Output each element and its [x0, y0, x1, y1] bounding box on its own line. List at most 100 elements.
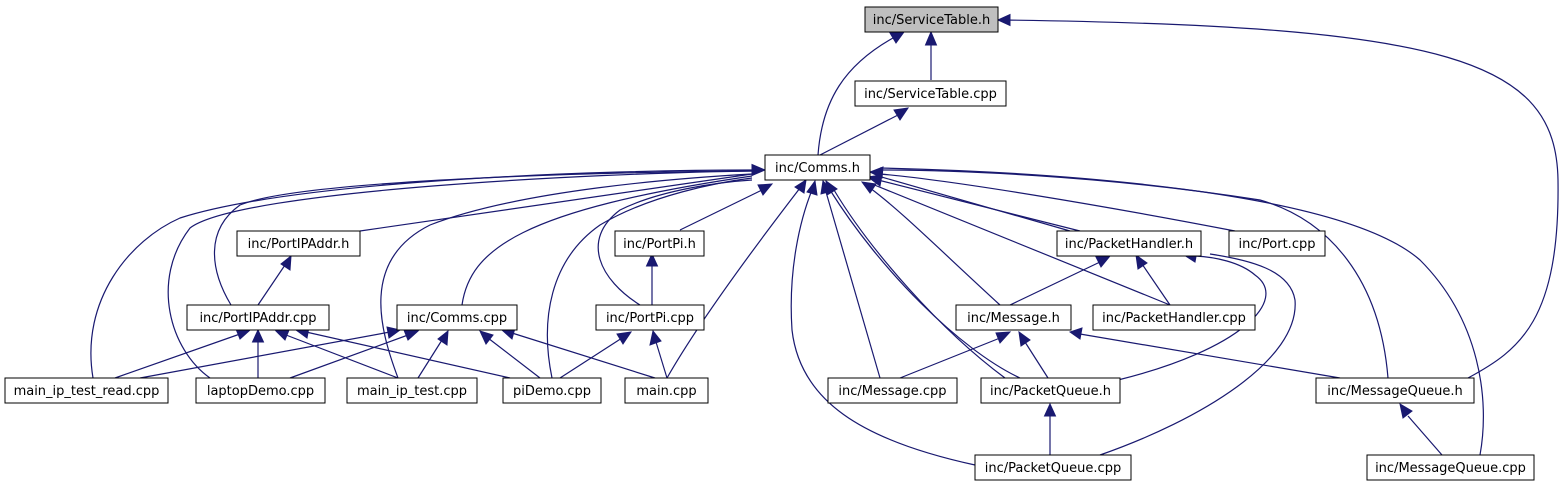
node-port-pi-cpp[interactable]: inc/PortPi.cpp	[595, 304, 705, 331]
node-packet-queue-cpp[interactable]: inc/PacketQueue.cpp	[974, 454, 1132, 481]
arrowhead	[649, 329, 662, 346]
node-message-queue-cpp[interactable]: inc/MessageQueue.cpp	[1366, 454, 1535, 481]
arrowhead	[825, 179, 838, 196]
edge-message-queue-h-to-comms-h	[879, 169, 1389, 379]
arrowhead	[251, 328, 265, 343]
node-label: inc/Port.cpp	[1239, 237, 1316, 252]
arrowhead	[868, 166, 884, 179]
edge-message-queue-cpp-to-message-queue-h	[1407, 415, 1443, 456]
edge-port-pi-h-to-comms-h	[679, 189, 763, 231]
node-box[interactable]	[396, 304, 518, 331]
node-pi-demo-cpp[interactable]: piDemo.cpp	[502, 377, 602, 404]
node-box[interactable]	[195, 377, 326, 404]
arrowhead	[1399, 402, 1413, 419]
edge-packet-queue-h-to-comms-h-2	[833, 189, 1006, 379]
node-service-table-h[interactable]: inc/ServiceTable.h	[864, 6, 999, 33]
node-message-cpp[interactable]: inc/Message.cpp	[827, 377, 958, 404]
arrowhead	[751, 163, 767, 177]
edge-port-pi-cpp-to-comms-h	[597, 179, 753, 306]
arrowhead	[1095, 255, 1112, 268]
node-laptop-demo-cpp[interactable]: laptopDemo.cpp	[195, 377, 326, 404]
node-label: inc/MessageQueue.h	[1327, 384, 1462, 399]
node-box[interactable]	[980, 377, 1121, 404]
node-label: inc/PacketQueue.cpp	[985, 461, 1121, 476]
edge-packet-handler-cpp-to-packet-handler-h	[1141, 263, 1171, 306]
edge-comms-h-to-service-table-h	[817, 37, 894, 156]
node-main-ip-test-read-cpp[interactable]: main_ip_test_read.cpp	[4, 377, 169, 404]
node-box[interactable]	[502, 377, 602, 404]
arrowhead	[1018, 330, 1031, 347]
node-port-ipaddr-h[interactable]: inc/PortIPAddr.h	[236, 230, 361, 257]
node-label: inc/PortPi.h	[623, 237, 696, 252]
node-box[interactable]	[346, 377, 478, 404]
node-box[interactable]	[1366, 454, 1535, 481]
edge-pi-demo-to-port-ipaddr-cpp	[305, 331, 511, 379]
arrowhead	[479, 330, 494, 345]
node-message-h[interactable]: inc/Message.h	[955, 304, 1072, 331]
node-label: inc/ServiceTable.cpp	[864, 87, 997, 102]
graph-edges	[90, 13, 1559, 466]
node-packet-queue-h[interactable]: inc/PacketQueue.h	[980, 377, 1121, 404]
node-label: inc/PacketHandler.h	[1065, 237, 1193, 252]
node-box[interactable]	[614, 230, 705, 257]
node-box[interactable]	[1228, 230, 1326, 257]
node-label: main.cpp	[636, 384, 696, 399]
node-main-ip-test-cpp[interactable]: main_ip_test.cpp	[346, 377, 478, 404]
node-comms-h[interactable]: inc/Comms.h	[764, 154, 871, 181]
node-box[interactable]	[1315, 377, 1475, 404]
node-box[interactable]	[864, 6, 999, 33]
arrowhead	[274, 329, 290, 341]
edge-pi-demo-to-port-pi-cpp	[559, 337, 623, 379]
arrowhead	[645, 252, 659, 267]
node-box[interactable]	[624, 377, 709, 404]
node-label: inc/Message.h	[967, 311, 1060, 326]
node-box[interactable]	[955, 304, 1072, 331]
arrowhead	[996, 13, 1011, 27]
arrowhead	[757, 183, 774, 196]
node-label: inc/Comms.h	[775, 161, 860, 176]
edge-message-queue-h-to-message-h	[1079, 333, 1341, 379]
node-box[interactable]	[4, 377, 169, 404]
arrowhead	[866, 174, 883, 187]
edge-main-ip-test-to-port-ipaddr-cpp	[285, 334, 399, 379]
node-label: piDemo.cpp	[513, 384, 591, 399]
node-box[interactable]	[236, 230, 361, 257]
edge-packet-handler-h-to-comms-h-2	[877, 175, 1071, 232]
edge-laptop-demo-to-comms-h	[167, 170, 753, 379]
node-box[interactable]	[186, 304, 330, 331]
node-label: inc/PortPi.cpp	[606, 311, 694, 326]
node-box[interactable]	[827, 377, 958, 404]
node-comms-cpp[interactable]: inc/Comms.cpp	[396, 304, 518, 331]
node-label: inc/PacketHandler.cpp	[1102, 311, 1246, 326]
node-port-cpp[interactable]: inc/Port.cpp	[1228, 230, 1326, 257]
node-label: main_ip_test.cpp	[357, 384, 467, 399]
node-box[interactable]	[1056, 230, 1202, 257]
node-packet-handler-cpp[interactable]: inc/PacketHandler.cpp	[1092, 304, 1256, 331]
node-label: inc/PortIPAddr.cpp	[199, 311, 316, 326]
node-box[interactable]	[764, 154, 871, 181]
node-box[interactable]	[974, 454, 1132, 481]
edge-main-cpp-to-comms-h	[666, 187, 801, 379]
arrowhead	[616, 331, 633, 345]
edge-message-queue-h-to-service-table-h	[1002, 19, 1559, 379]
node-port-pi-h[interactable]: inc/PortPi.h	[614, 230, 705, 257]
edge-comms-cpp-to-comms-h	[461, 175, 753, 306]
node-message-queue-h[interactable]: inc/MessageQueue.h	[1315, 377, 1475, 404]
edge-port-ipaddr-cpp-to-port-ipaddr-h	[257, 264, 286, 306]
node-label: inc/PacketQueue.h	[990, 384, 1111, 399]
edge-port-cpp-to-comms-h	[879, 173, 1236, 232]
node-box[interactable]	[1092, 304, 1256, 331]
edge-main-cpp-to-comms-cpp	[511, 332, 656, 379]
node-port-ipaddr-cpp[interactable]: inc/PortIPAddr.cpp	[186, 304, 330, 331]
edge-message-cpp-to-message-h	[899, 337, 1001, 379]
edge-port-ipaddr-h-to-comms-h	[359, 173, 753, 232]
edge-packet-queue-h-to-comms-h	[829, 189, 1021, 379]
node-box[interactable]	[595, 304, 705, 331]
node-main-cpp[interactable]: main.cpp	[624, 377, 709, 404]
edge-packet-queue-h-to-packet-handler-h	[1117, 255, 1267, 381]
arrowhead	[806, 179, 818, 196]
node-box[interactable]	[854, 80, 1007, 107]
node-packet-handler-h[interactable]: inc/PacketHandler.h	[1056, 230, 1202, 257]
node-service-table-cpp[interactable]: inc/ServiceTable.cpp	[854, 80, 1007, 107]
